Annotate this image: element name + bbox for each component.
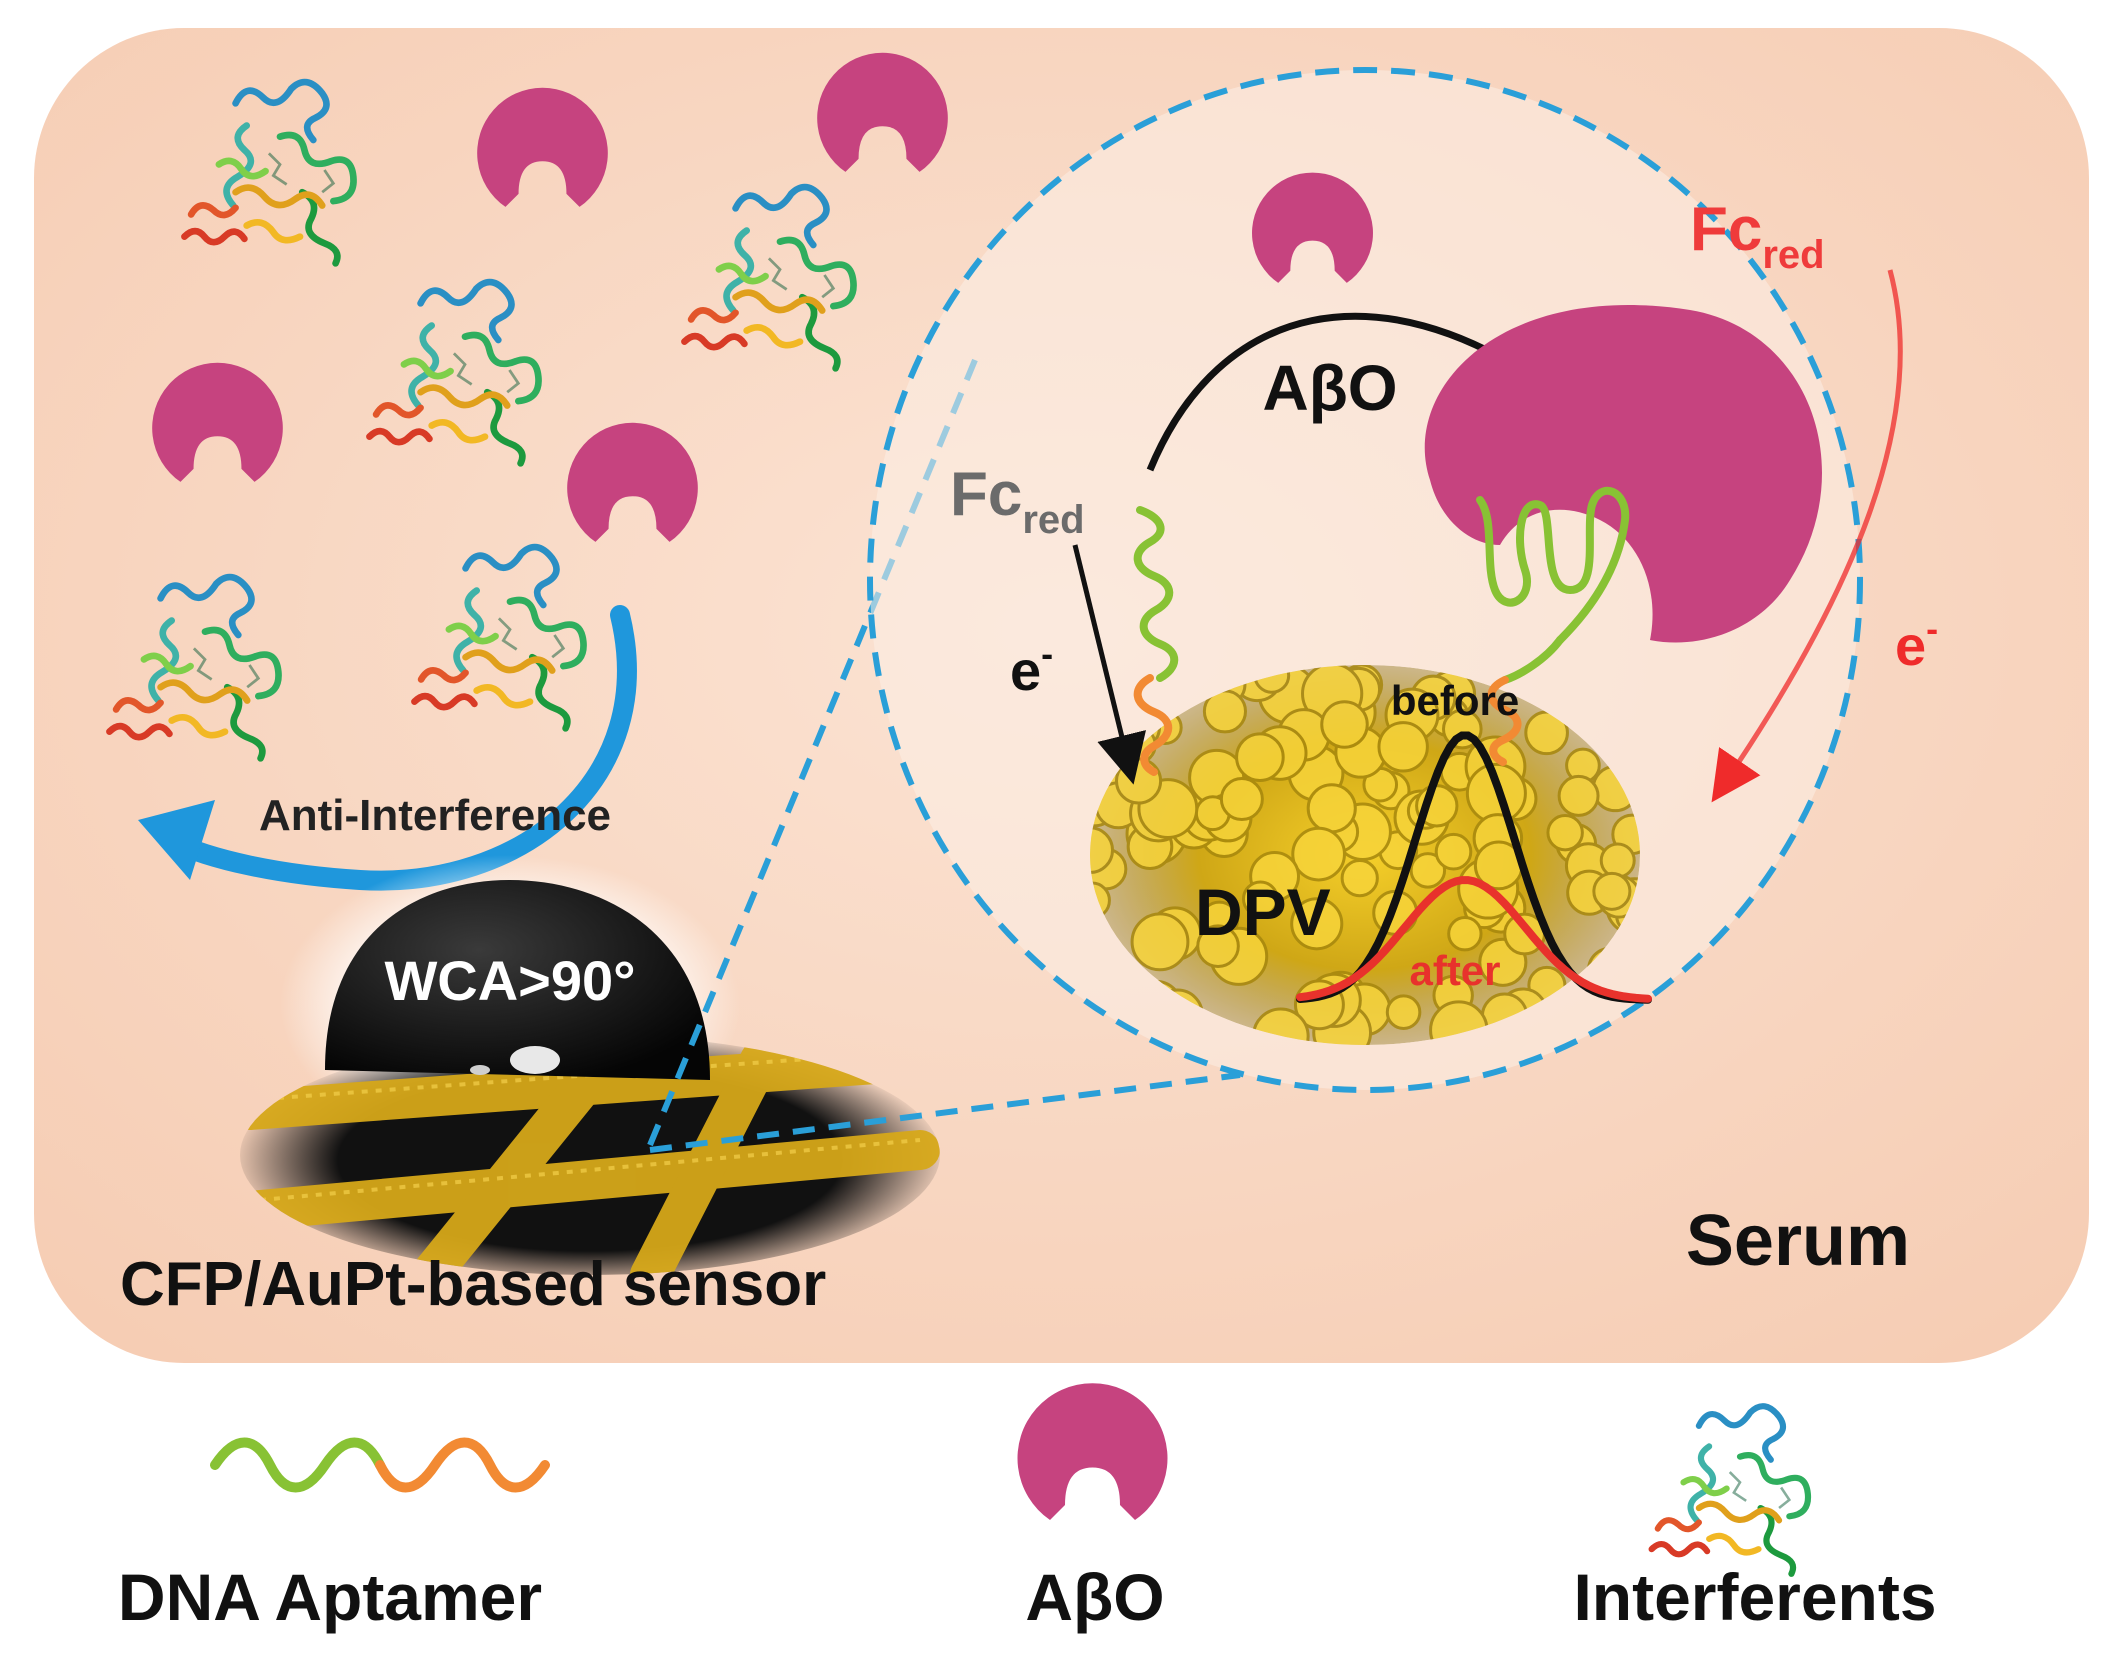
legend: DNA Aptamer AβO Interferents: [118, 1383, 1937, 1634]
gold-nanoparticle: [1114, 757, 1163, 805]
gold-nanoparticle: [1291, 826, 1346, 882]
aptamer-bound-green-tail: [1501, 636, 1564, 684]
gold-nanoparticle: [1385, 994, 1422, 1030]
protein-icon: [1652, 1406, 1808, 1574]
gold-nanoparticle: [1546, 813, 1584, 852]
abo-binding-label: AβO: [1262, 352, 1397, 424]
legend-label-abo: AβO: [1025, 1560, 1164, 1634]
abo-bound: [1424, 304, 1822, 643]
gold-nanoparticle: [1306, 783, 1357, 834]
zoom-connector-bottom: [649, 1072, 1241, 1153]
dna-aptamer-icon: [210, 1437, 550, 1493]
electron-left: e-: [1010, 633, 1053, 702]
legend-label-interferents: Interferents: [1573, 1560, 1936, 1634]
gold-nanoparticle: [1447, 916, 1483, 952]
droplet-highlight: [470, 1065, 490, 1075]
gold-nanoparticle: [1340, 858, 1379, 898]
gold-nanoparticle: [1320, 700, 1369, 749]
gold-nanoparticle: [1242, 880, 1279, 918]
serum-label: Serum: [1686, 1201, 1910, 1281]
aptamer-bound-orange: [1487, 676, 1522, 766]
gold-nanoparticle: [1592, 871, 1632, 911]
electron-transfer-arrow-left: [1072, 544, 1146, 785]
droplet-highlight: [510, 1046, 560, 1074]
gold-nanoparticle: [1377, 721, 1429, 773]
dpv-curves: [1296, 731, 1652, 1004]
electron-right: e-: [1895, 608, 1938, 677]
electron-transfer-arrow-right: [1711, 269, 1903, 803]
wca-label: WCA>90°: [384, 949, 635, 1012]
gold-nanoparticle: [1219, 777, 1264, 822]
gold-nanoparticle: [1434, 832, 1473, 871]
dpv-label: DPV: [1195, 875, 1331, 949]
carbon-fiber-paper: [240, 1035, 940, 1275]
binding-arrow: [1146, 312, 1563, 472]
gold-nanoparticle: [1290, 897, 1344, 951]
gold-nanoparticle: [1557, 774, 1600, 817]
aptamer-unbound-green: [1133, 506, 1179, 682]
aptamer-bound-green: [1476, 486, 1630, 644]
gold-nanoparticle: [1235, 732, 1285, 783]
anti-interference-label: Anti-Interference: [259, 791, 611, 840]
fc-red-right: Fcred: [1690, 195, 1825, 277]
gold-nanoparticle: [1196, 924, 1240, 968]
water-droplet: [325, 880, 710, 1080]
fc-red-left: Fcred: [950, 460, 1085, 542]
legend-label-aptamer: DNA Aptamer: [118, 1560, 542, 1634]
gold-nanoparticle: [1409, 852, 1447, 889]
gold-nanoparticle: [1130, 912, 1190, 972]
dpv-before-label: before: [1391, 677, 1519, 724]
dpv-curve-after: [1296, 876, 1652, 1003]
anti-interference-arrowhead: [138, 800, 215, 880]
gold-nanoparticle: [1599, 842, 1636, 879]
abo-icon: [1017, 1383, 1168, 1520]
dpv-after-label: after: [1409, 947, 1500, 994]
sensor-label: CFP/AuPt-based sensor: [120, 1250, 826, 1319]
